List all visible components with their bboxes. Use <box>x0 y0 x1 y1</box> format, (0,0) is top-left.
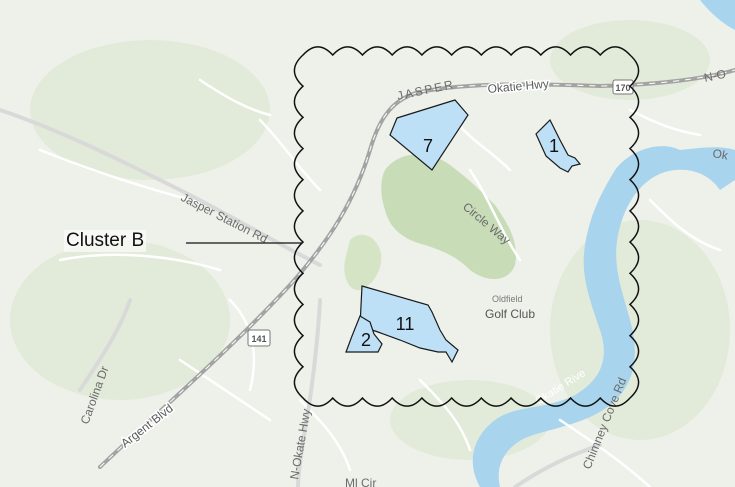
road-label-okatie-hwy-east: N-O <box>703 67 727 85</box>
parcel-label-2: 2 <box>361 330 371 350</box>
parcel-11[interactable]: 11 <box>359 285 459 364</box>
road-label-okatie-hwy: Okatie Hwy <box>487 77 549 96</box>
highway-shield-170: 170 <box>612 79 634 95</box>
highway-shield-141: 141 <box>247 329 271 347</box>
svg-text:141: 141 <box>251 334 266 344</box>
park-strip <box>344 234 382 291</box>
parcel-label-11: 11 <box>396 314 415 334</box>
river-top-branch <box>700 0 735 30</box>
parcel-7[interactable]: 7 <box>389 99 469 171</box>
highway-center-lines <box>99 69 735 468</box>
svg-text:170: 170 <box>615 83 630 93</box>
parcel-label-1: 1 <box>549 136 559 156</box>
okatie-river <box>472 146 735 487</box>
cluster-b-boundary <box>293 46 640 407</box>
parcel-2[interactable]: 2 <box>345 315 383 353</box>
road-label-okatie-east-partial: Ok <box>711 146 730 163</box>
road-label-bottom: Ml Cir <box>345 476 376 487</box>
cluster-label: Cluster B <box>64 230 147 252</box>
place-label-golf-club: Golf Club <box>485 307 535 321</box>
secondary-roads <box>0 108 602 487</box>
parcel-1[interactable]: 1 <box>535 118 582 173</box>
place-label-golf-top: Oldfield <box>492 294 523 304</box>
parcel-label-7: 7 <box>423 136 433 156</box>
golf-course-area <box>381 154 516 280</box>
